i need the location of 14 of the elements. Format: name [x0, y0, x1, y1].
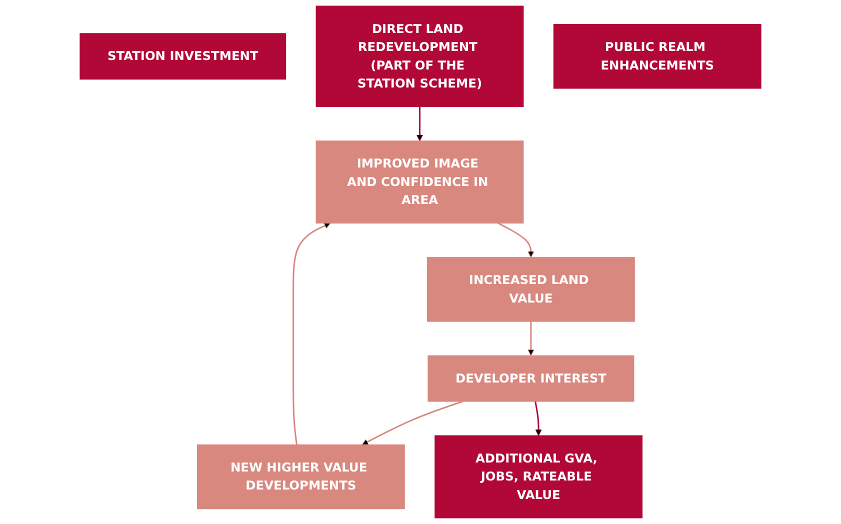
arrow: [362, 400, 464, 446]
node-box: DEVELOPER INTEREST: [428, 355, 634, 402]
node-box: PUBLIC REALM ENHANCEMENTS: [553, 24, 762, 89]
arrow: [534, 401, 542, 436]
arrow: [416, 106, 424, 142]
arrow: [498, 222, 534, 258]
node-box: INCREASED LAND VALUE: [426, 257, 635, 322]
arrow: [528, 321, 534, 356]
node-box: IMPROVED IMAGE AND CONFIDENCE IN AREA: [316, 140, 524, 224]
node-box: ADDITIONAL GVA, JOBS, RATEABLE VALUE: [434, 435, 643, 518]
node-box: NEW HIGHER VALUE DEVELOPMENTS: [196, 444, 405, 510]
node-box: DIRECT LAND REDEVELOPMENT (PART OF THE STATION SCHEME): [316, 6, 524, 107]
arrow: [292, 222, 331, 445]
node-box: STATION INVESTMENT: [80, 33, 286, 80]
